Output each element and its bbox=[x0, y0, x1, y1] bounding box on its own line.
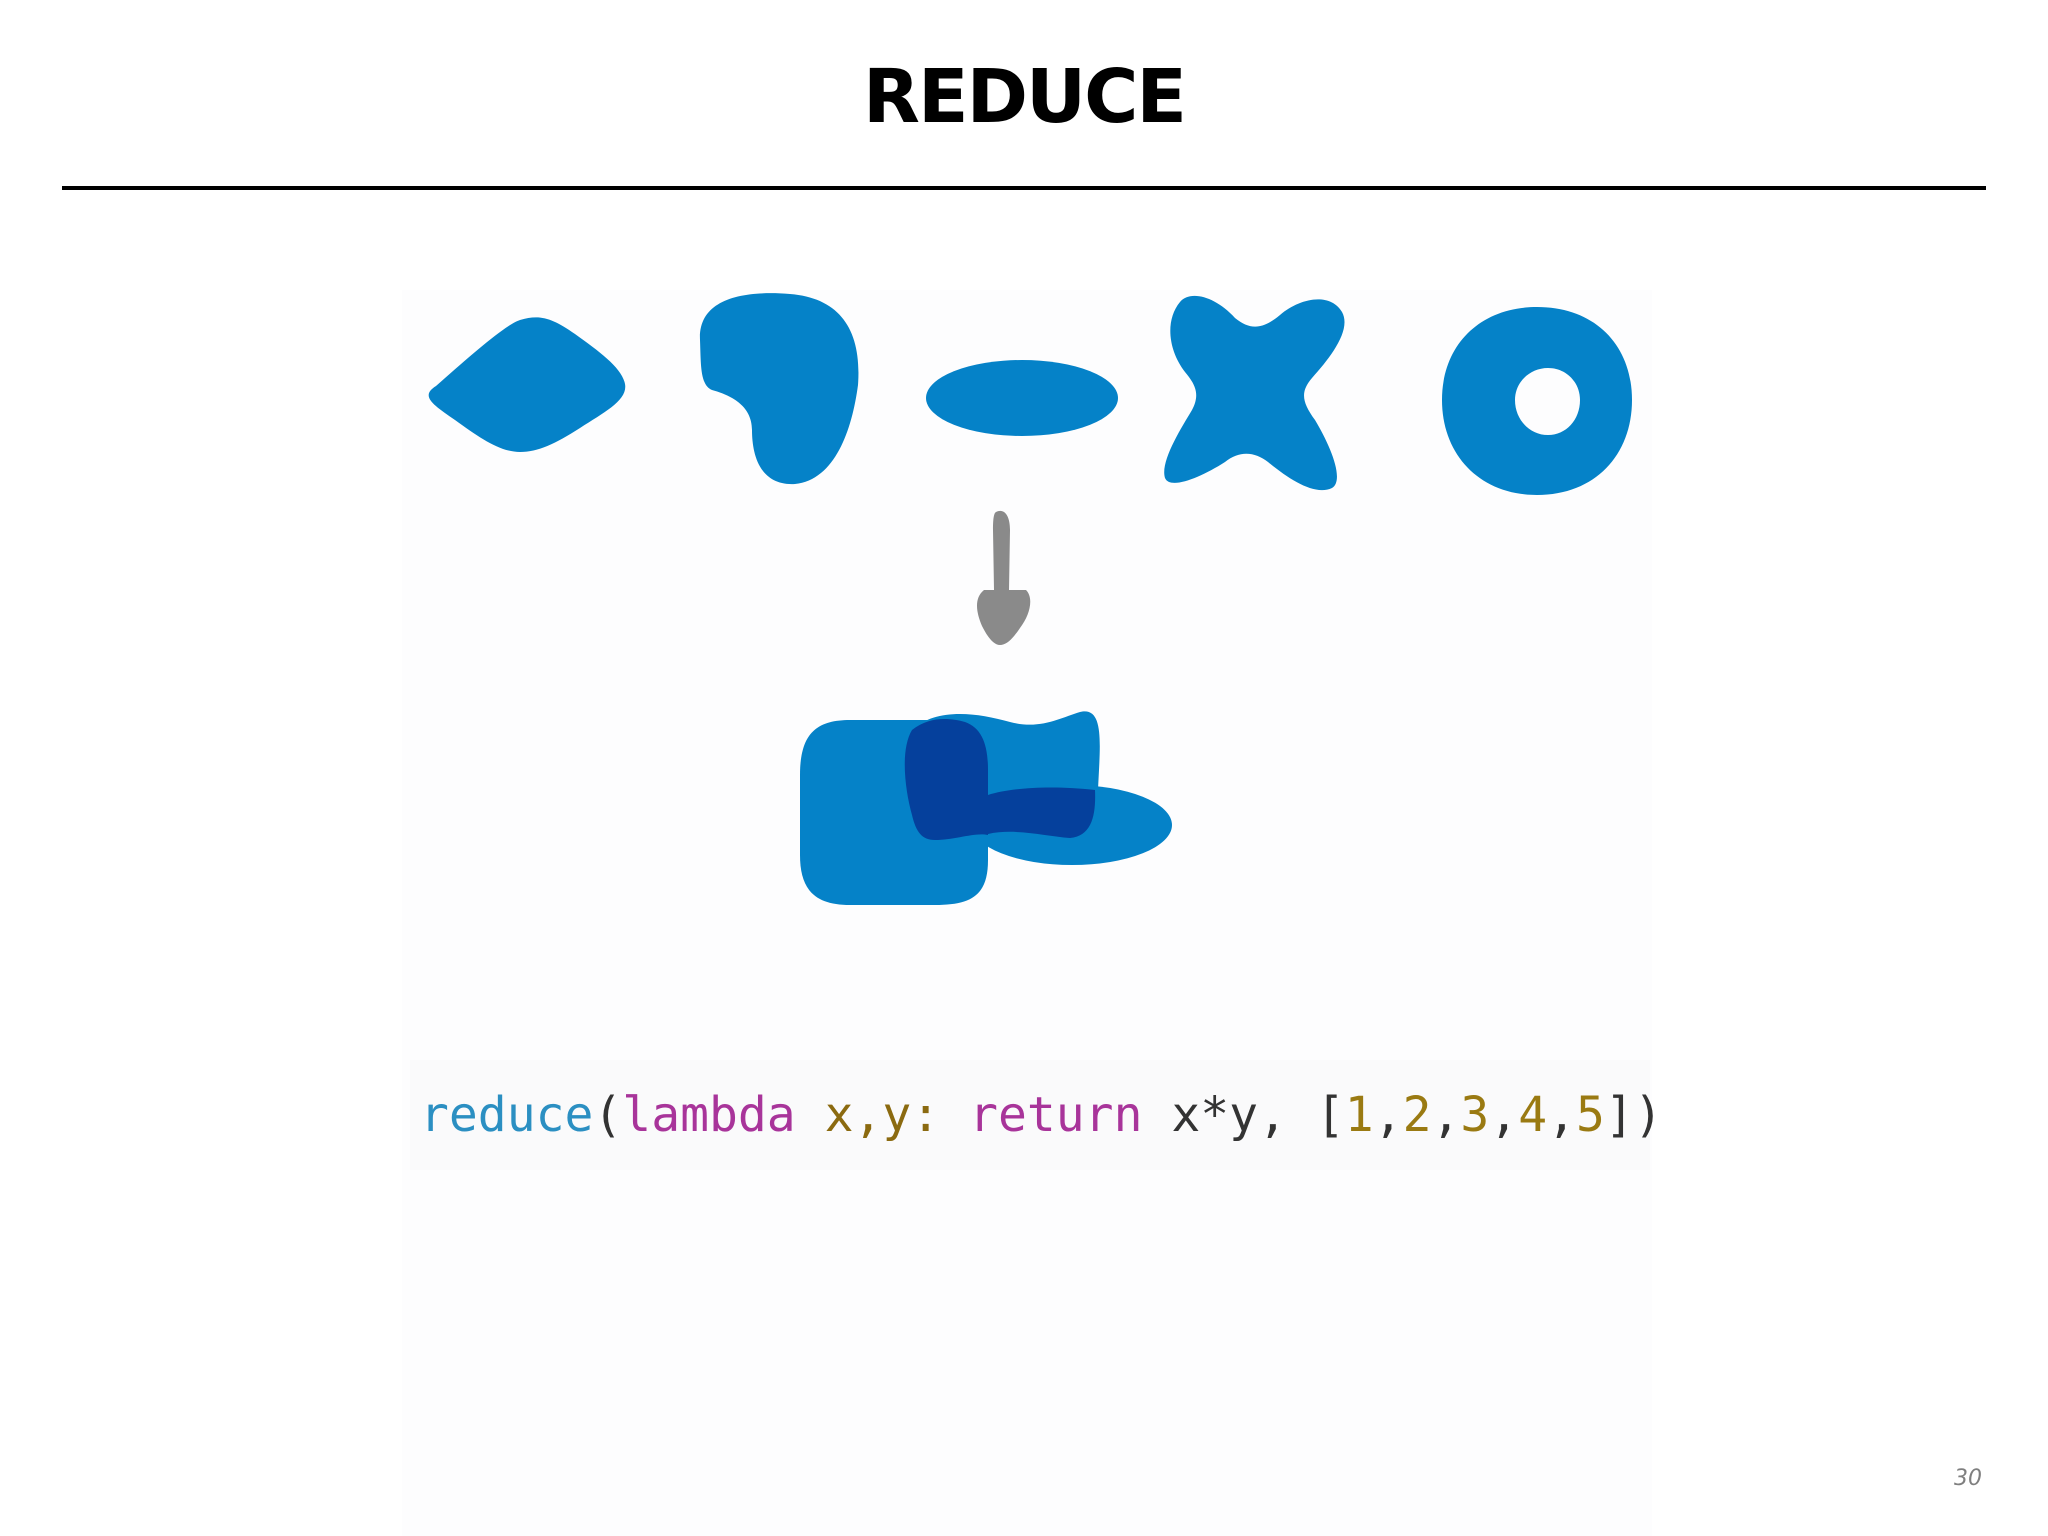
code-comma: , bbox=[1431, 1087, 1461, 1143]
code-open-paren: ( bbox=[593, 1087, 623, 1143]
code-num-2: 2 bbox=[1402, 1087, 1432, 1143]
code-fn: reduce bbox=[420, 1087, 594, 1143]
flat-ellipse-blob-shape bbox=[926, 360, 1118, 436]
slide-title: REDUCE bbox=[863, 54, 1187, 140]
code-comma: , bbox=[1547, 1087, 1577, 1143]
overlap-bowtie-ellipse bbox=[988, 787, 1096, 838]
code-comma: , bbox=[1373, 1087, 1403, 1143]
code-num-4: 4 bbox=[1518, 1087, 1548, 1143]
comma-blob-shape bbox=[699, 293, 859, 485]
code-num-3: 3 bbox=[1460, 1087, 1490, 1143]
code-lambda-keyword: lambda bbox=[622, 1087, 796, 1143]
code-expression: x*y, bbox=[1142, 1087, 1316, 1143]
reduce-code-snippet: reduce(lambda x,y: return x*y, [1,2,3,4,… bbox=[410, 1060, 1663, 1170]
merged-result-shape bbox=[800, 711, 1172, 905]
code-close-paren: ) bbox=[1633, 1087, 1663, 1143]
code-params: x,y: bbox=[795, 1087, 941, 1143]
code-comma: , bbox=[1489, 1087, 1519, 1143]
code-list-open: [ bbox=[1315, 1087, 1345, 1143]
figure-background bbox=[402, 290, 1652, 1536]
ring-blob-shape bbox=[1442, 307, 1632, 495]
code-num-5: 5 bbox=[1576, 1087, 1605, 1143]
code-return-keyword: return bbox=[940, 1087, 1143, 1143]
code-num-1: 1 bbox=[1344, 1087, 1374, 1143]
code-list-close: ] bbox=[1604, 1087, 1634, 1143]
x-blob-shape bbox=[1164, 295, 1345, 491]
down-arrow-icon bbox=[977, 510, 1031, 645]
title-divider bbox=[62, 186, 1986, 190]
diamond-blob-shape bbox=[428, 317, 626, 452]
page-number: 30 bbox=[1954, 1466, 1982, 1491]
overlap-square-bowtie bbox=[904, 719, 988, 840]
